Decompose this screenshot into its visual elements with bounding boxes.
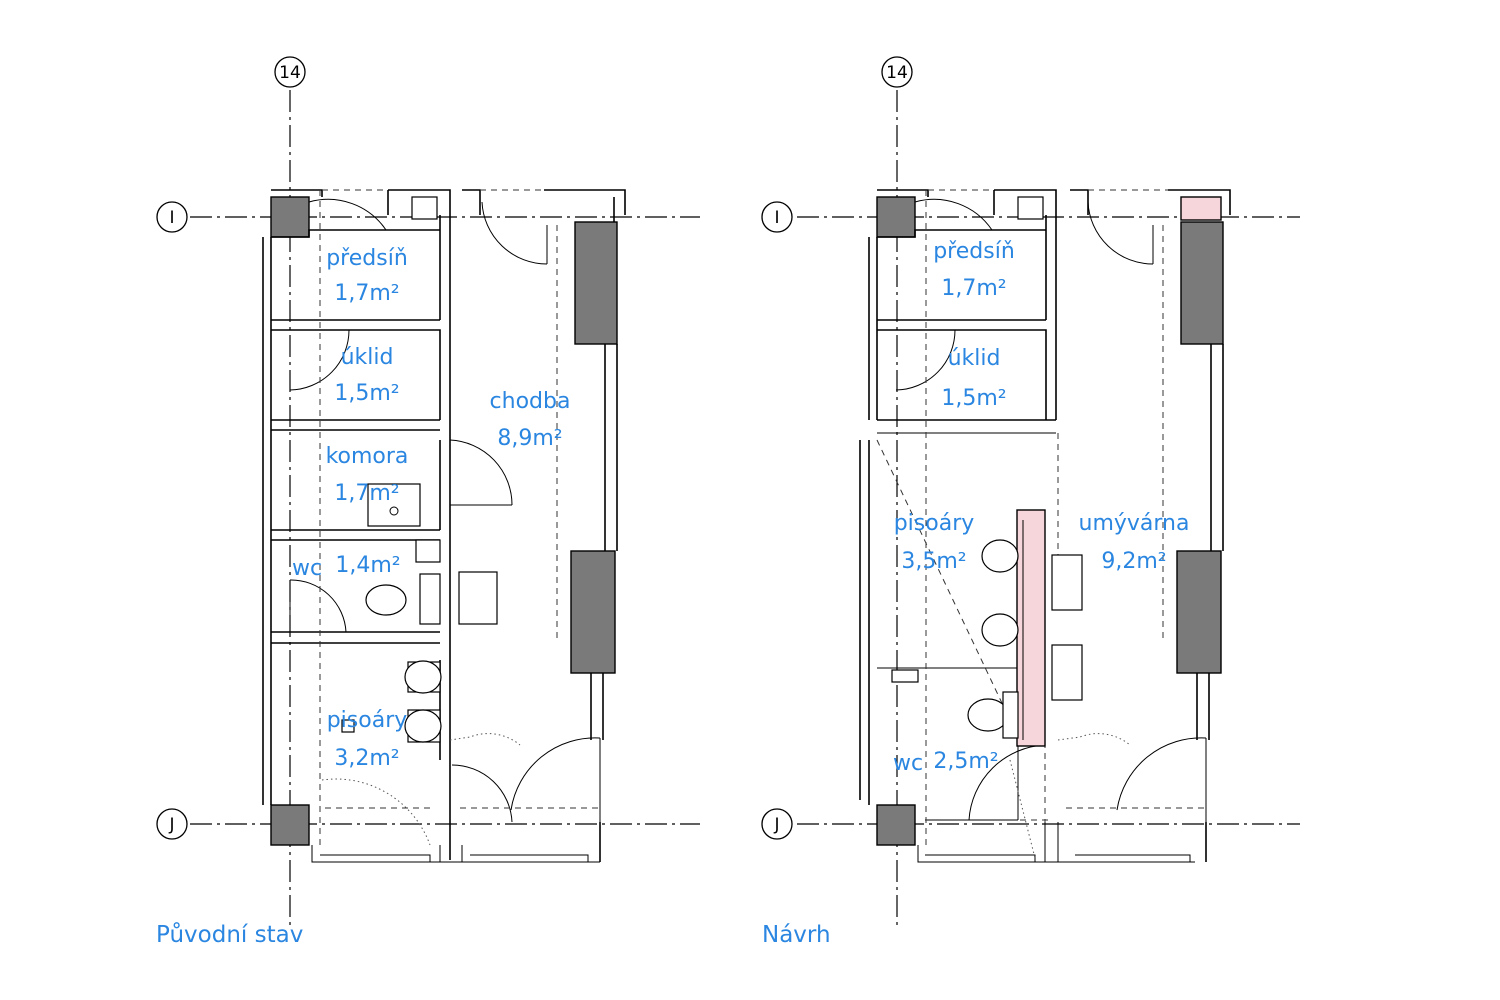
room-area: 3,5m² — [901, 549, 966, 574]
fixtures — [967, 196, 1083, 747]
doors — [289, 198, 601, 846]
room-name: předsíň — [326, 246, 408, 271]
room-area: 1,5m² — [334, 381, 399, 406]
room-name: pisoáry — [327, 708, 408, 733]
new-wall-patch — [1180, 196, 1222, 221]
room-area: 1,5m² — [941, 386, 1006, 411]
room-area: 2,5m² — [933, 749, 998, 774]
room-name: umývárna — [1079, 511, 1190, 536]
column — [876, 804, 916, 846]
axis-i-bubble — [156, 201, 188, 233]
column — [1180, 221, 1224, 345]
column — [570, 550, 616, 674]
left-plan: 14 I J — [156, 56, 700, 948]
walls — [262, 189, 626, 863]
axis-j-label: J — [773, 815, 779, 835]
room-name: pisoáry — [894, 511, 975, 536]
room-name: wc — [292, 556, 322, 581]
urinal — [404, 709, 442, 743]
overhead-lines — [319, 189, 600, 845]
axis-j-label: J — [168, 815, 174, 835]
column — [574, 221, 618, 345]
room-area: 1,7m² — [941, 276, 1006, 301]
room-area: 3,2m² — [334, 746, 399, 771]
right-plan: 14 I J — [761, 56, 1300, 948]
urinal — [981, 539, 1019, 573]
room-area: 8,9m² — [497, 426, 562, 451]
urinal — [404, 660, 442, 694]
axis-i-label: I — [774, 208, 779, 228]
room-name: chodba — [490, 389, 571, 414]
sink — [458, 571, 498, 625]
urinal-wall — [1016, 509, 1046, 747]
axis-14-label: 14 — [279, 63, 301, 83]
caption-right: Návrh — [762, 922, 831, 948]
room-name: předsíň — [933, 239, 1015, 264]
washbasin — [1051, 644, 1083, 701]
room-name: wc — [893, 751, 923, 776]
axis-14-bubble — [881, 56, 913, 88]
caption-left: Původní stav — [156, 921, 303, 948]
toilet-tank — [419, 573, 441, 625]
room-area: 1,4m² — [335, 553, 400, 578]
fixtures — [341, 196, 498, 743]
room-area: 1,7m² — [334, 481, 399, 506]
sink — [367, 483, 421, 527]
room-area: 9,2m² — [1101, 549, 1166, 574]
toilet — [967, 698, 1009, 732]
walls — [859, 189, 1231, 863]
overhead-lines — [925, 189, 1206, 845]
axis-i-label: I — [169, 208, 174, 228]
axis-14-label: 14 — [886, 63, 908, 83]
washbasin — [1051, 554, 1083, 611]
toilet — [365, 584, 407, 616]
axis-j-bubble — [761, 808, 793, 840]
column — [1176, 550, 1222, 674]
room-area: 1,7m² — [334, 281, 399, 306]
column — [270, 196, 310, 238]
axis-14-bubble — [274, 56, 306, 88]
doors — [895, 198, 1207, 859]
room-name: úklid — [948, 346, 1001, 371]
urinal — [981, 613, 1019, 647]
room-name: úklid — [341, 345, 394, 370]
axis-j-bubble — [156, 808, 188, 840]
column — [270, 804, 310, 846]
axis-i-bubble — [761, 201, 793, 233]
column — [876, 196, 916, 238]
room-name: komora — [326, 444, 409, 469]
